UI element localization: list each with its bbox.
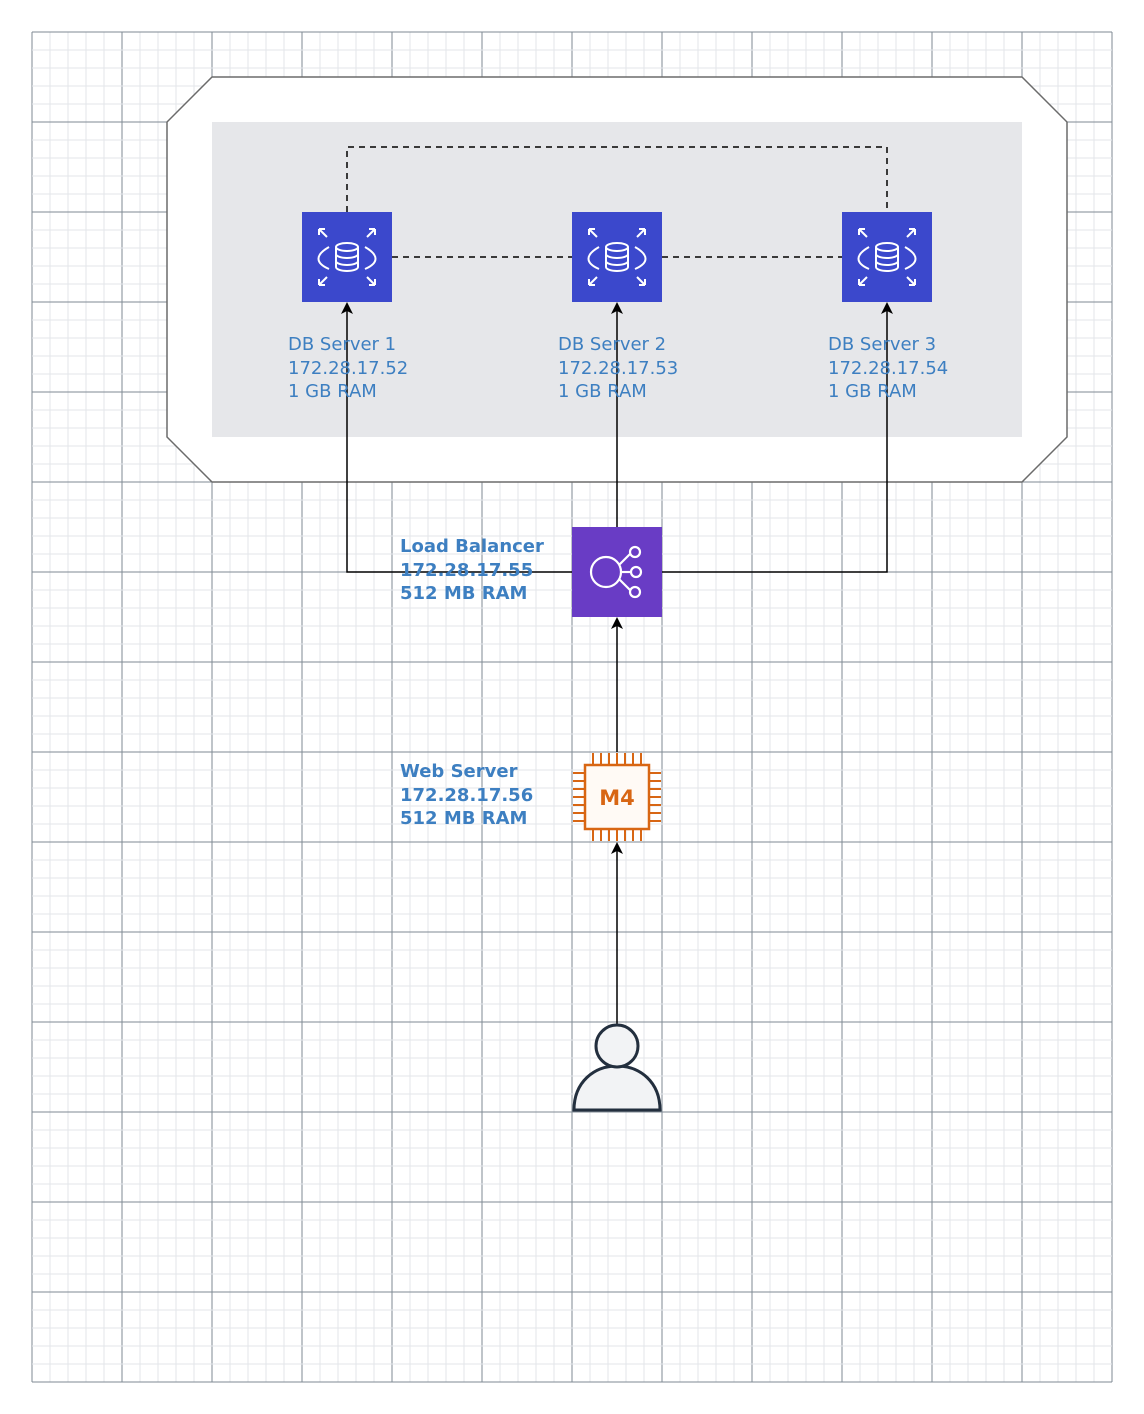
db-server-1-name: DB Server 1	[288, 334, 396, 355]
user-icon	[572, 1023, 662, 1112]
load-balancer-label: Load Balancer 172.28.17.55 512 MB RAM	[400, 536, 544, 604]
database-icon	[317, 228, 377, 286]
connector-lb-to-db3	[662, 302, 893, 573]
web-server-chip-label: M4	[599, 786, 635, 810]
load-balancer-icon	[589, 545, 643, 599]
db-server-3-label: DB Server 3 172.28.17.54 1 GB RAM	[828, 334, 948, 402]
web-server-name: Web Server	[400, 761, 518, 782]
db-server-1-node[interactable]	[302, 212, 392, 302]
instance-chip-icon	[573, 753, 661, 841]
web-server-ip: 172.28.17.56	[400, 785, 533, 806]
db-server-3-ip: 172.28.17.54	[828, 358, 948, 379]
db-server-1-label: DB Server 1 172.28.17.52 1 GB RAM	[288, 334, 408, 402]
db-server-1-ip: 172.28.17.52	[288, 358, 408, 379]
db-server-2-node[interactable]	[572, 212, 662, 302]
replication-link-1-3	[346, 146, 888, 212]
load-balancer-ram: 512 MB RAM	[400, 583, 527, 604]
db-server-2-label: DB Server 2 172.28.17.53 1 GB RAM	[558, 334, 678, 402]
db-server-3-ram: 1 GB RAM	[828, 381, 917, 402]
db-server-3-name: DB Server 3	[828, 334, 936, 355]
connector-lb-to-db1	[341, 302, 572, 573]
load-balancer-node[interactable]	[572, 527, 662, 617]
load-balancer-ip: 172.28.17.55	[400, 560, 533, 581]
web-server-node[interactable]: M4	[573, 753, 661, 841]
web-server-ram: 512 MB RAM	[400, 808, 527, 829]
db-server-2-ip: 172.28.17.53	[558, 358, 678, 379]
db-server-2-ram: 1 GB RAM	[558, 381, 647, 402]
web-server-label: Web Server 172.28.17.56 512 MB RAM	[400, 761, 533, 829]
user-node[interactable]	[572, 1023, 662, 1112]
database-icon	[857, 228, 917, 286]
db-server-3-node[interactable]	[842, 212, 932, 302]
db-server-1-ram: 1 GB RAM	[288, 381, 377, 402]
database-icon	[587, 228, 647, 286]
load-balancer-name: Load Balancer	[400, 536, 544, 557]
db-server-2-name: DB Server 2	[558, 334, 666, 355]
